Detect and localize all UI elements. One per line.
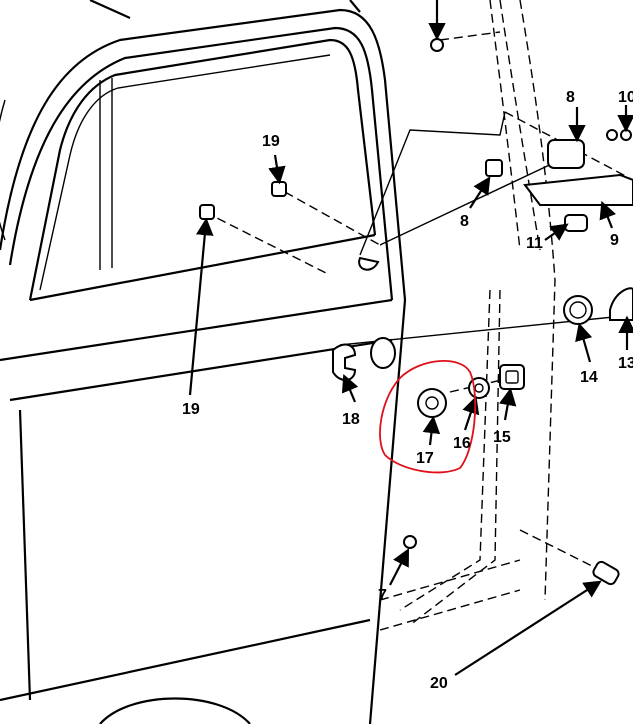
label-19-top: 19 xyxy=(262,133,280,150)
part-8-lower xyxy=(485,159,503,177)
part-11 xyxy=(564,214,588,232)
part-10-nut xyxy=(620,129,632,141)
part-17-screw xyxy=(417,388,447,418)
part-clip xyxy=(358,256,380,271)
callout-labels: 19 19 8 8 10 9 11 18 17 16 15 14 13 7 20 xyxy=(182,89,633,692)
label-8-upper: 8 xyxy=(566,89,575,106)
part-17-screw-head xyxy=(425,396,439,410)
label-17: 17 xyxy=(416,450,434,467)
label-9: 9 xyxy=(610,232,619,249)
label-8-lower: 8 xyxy=(460,213,469,230)
part-8-upper xyxy=(547,139,585,169)
door-panel xyxy=(0,0,407,724)
part-top-bolt xyxy=(430,38,444,52)
label-7: 7 xyxy=(378,587,387,604)
part-9-hinge xyxy=(523,173,633,206)
part-7 xyxy=(403,535,417,549)
part-10 xyxy=(606,129,618,141)
part-18-clip xyxy=(332,343,357,381)
label-13: 13 xyxy=(618,355,633,372)
label-16: 16 xyxy=(453,435,471,452)
label-15: 15 xyxy=(493,429,511,446)
part-16-washer xyxy=(468,377,490,399)
part-14-grommet-inner xyxy=(569,301,587,319)
label-20: 20 xyxy=(430,675,448,692)
callout-arrows xyxy=(188,0,633,676)
label-19-left: 19 xyxy=(182,401,200,418)
part-14-grommet xyxy=(563,295,593,325)
part-20-bumper xyxy=(592,560,620,586)
part-ring xyxy=(370,337,396,369)
label-18: 18 xyxy=(342,411,360,428)
body-pillar xyxy=(379,0,556,631)
part-19-bolt-upper xyxy=(271,181,287,197)
part-19-bolt-left xyxy=(199,204,215,220)
label-14: 14 xyxy=(580,369,598,386)
parts xyxy=(199,38,633,586)
part-15-plate xyxy=(499,364,525,390)
label-11: 11 xyxy=(526,235,543,252)
highlight-circle xyxy=(379,360,477,474)
part-13 xyxy=(609,287,633,321)
part-15-plate-inner xyxy=(505,370,519,384)
label-10: 10 xyxy=(618,89,633,106)
